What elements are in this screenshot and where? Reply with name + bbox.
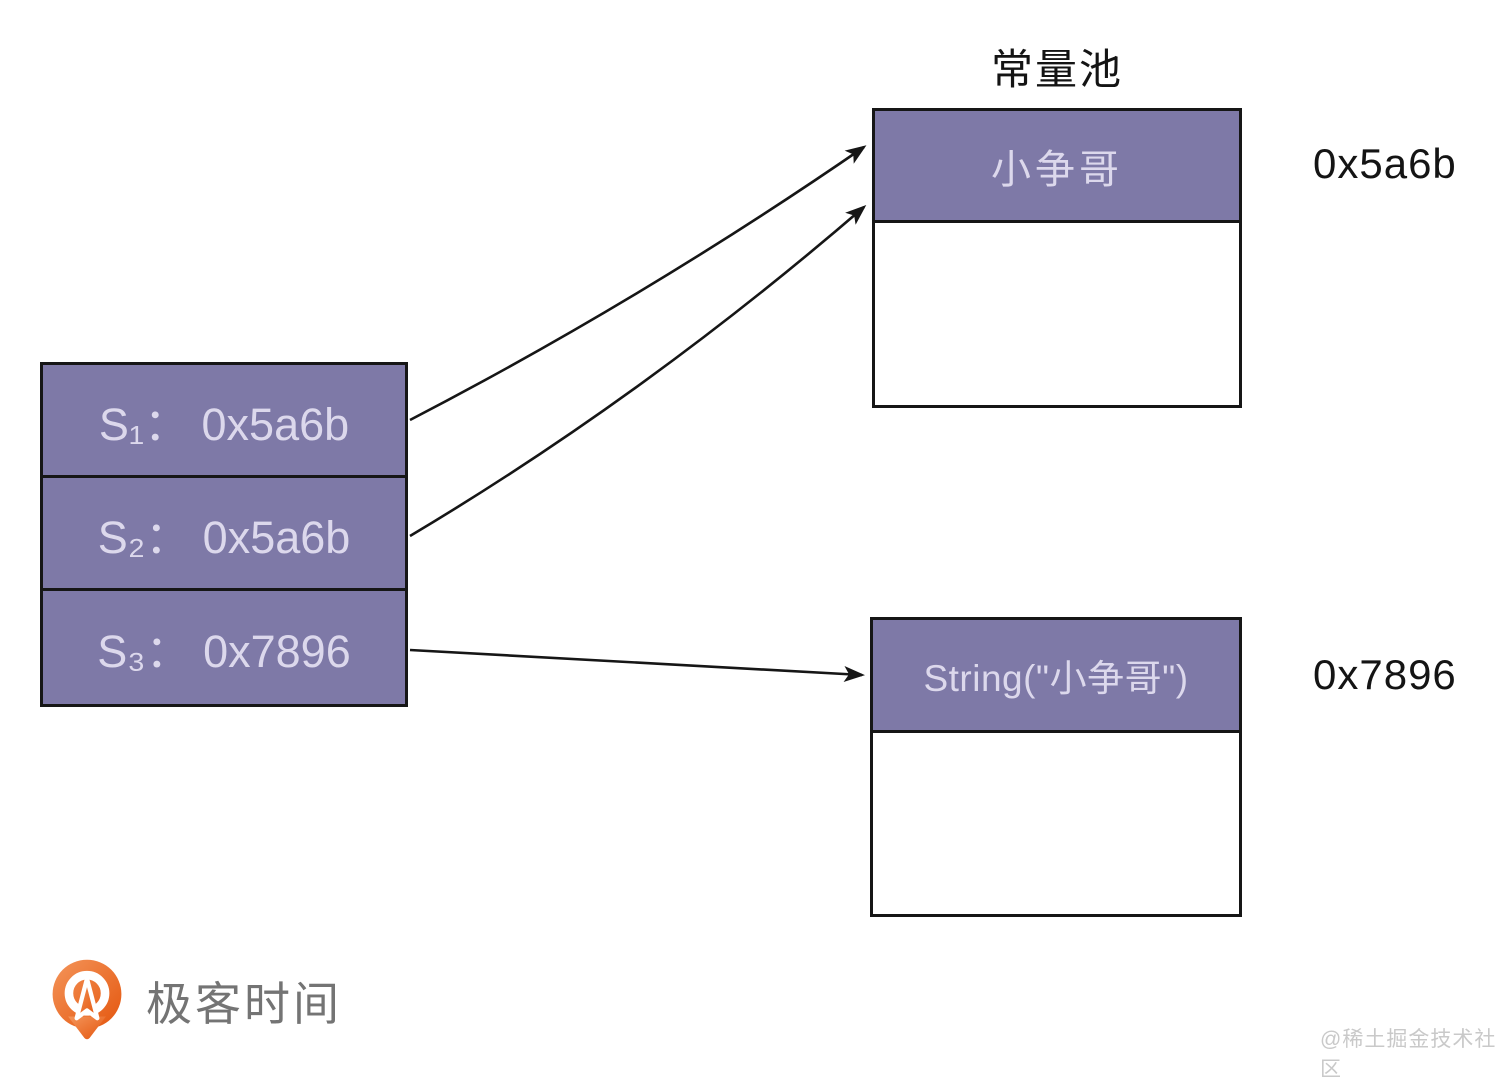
- geektime-logo-text: 极客时间: [146, 978, 342, 1030]
- arrow-s2-to-pool: [409, 205, 867, 538]
- juejin-watermark: @稀土掘金技术社区: [1320, 1028, 1497, 1081]
- stack-row-s3: S₃： 0x7896: [97, 626, 351, 677]
- constant-pool-box: 小争哥: [872, 108, 1242, 408]
- variable-stack: S₁： 0x5a6b S₂： 0x5a6b S₃： 0x7896: [40, 362, 408, 707]
- stack-row-s2: S₂： 0x5a6b: [43, 478, 405, 591]
- arrow-s1-to-pool: [409, 145, 867, 422]
- geektime-logo: 极客时间: [44, 958, 342, 1044]
- constant-pool-entry: 小争哥: [872, 108, 1242, 223]
- constant-pool-empty-slot: [872, 223, 1242, 408]
- constant-pool-title: 常量池: [990, 46, 1123, 93]
- geektime-logo-icon: [52, 959, 122, 1040]
- address-label-object: 0x7896: [1313, 651, 1457, 698]
- address-label-pool: 0x5a6b: [1313, 140, 1457, 187]
- string-object-entry: String("小争哥"): [870, 617, 1242, 733]
- arrow-s3-to-object: [409, 648, 865, 682]
- string-object-empty-slot: [870, 733, 1242, 917]
- string-object-box: String("小争哥"): [870, 617, 1242, 917]
- stack-row-s1: S₁： 0x5a6b: [43, 365, 405, 478]
